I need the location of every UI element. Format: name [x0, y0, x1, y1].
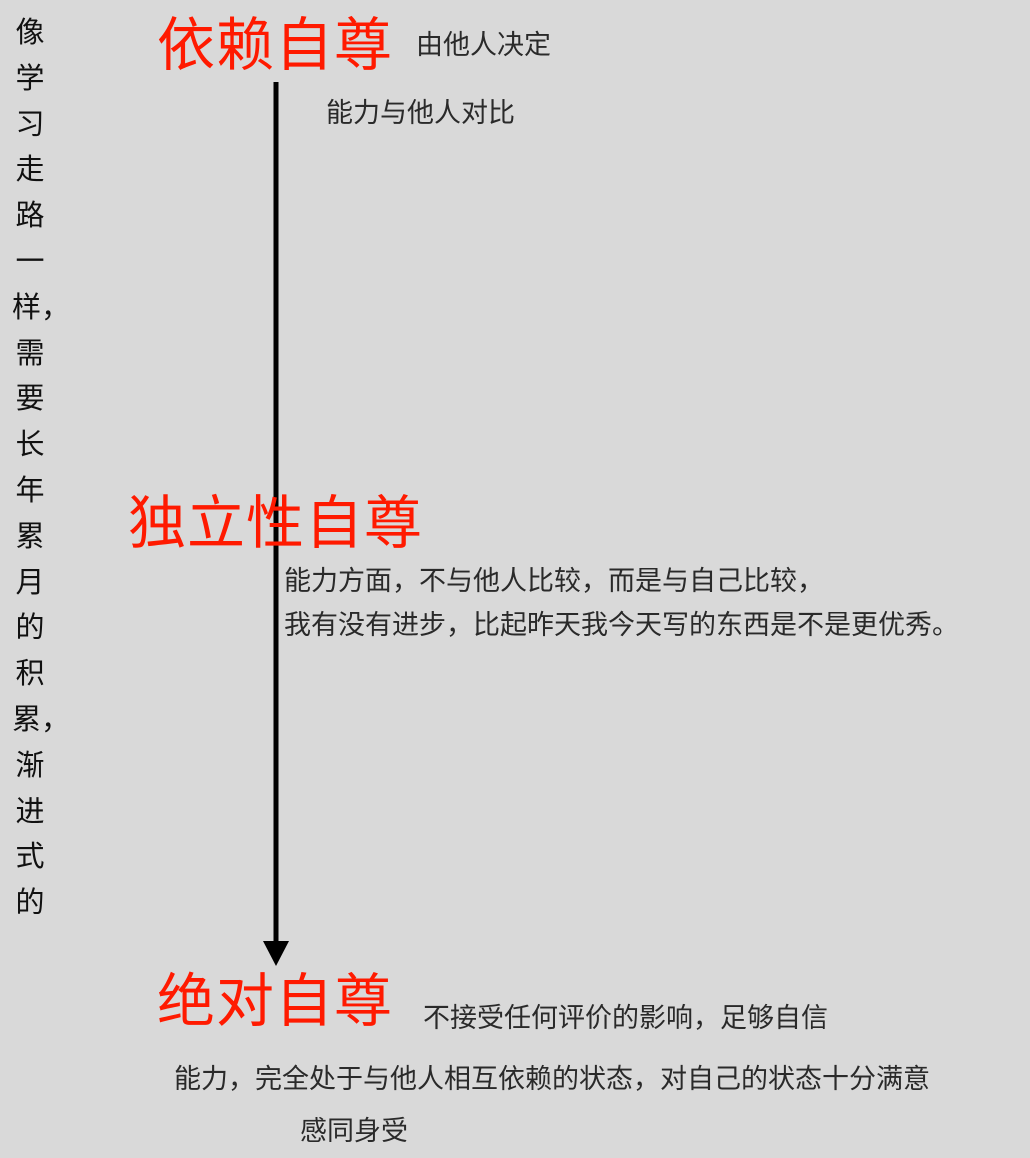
stage-note-dependent: 由他人决定 [416, 30, 551, 61]
stage-detail-independent-line2: 我有没有进步，比起昨天我今天写的东西是不是更优秀。 [284, 610, 959, 641]
stage-detail-independent-line1: 能力方面，不与他人比较，而是与自己比较， [284, 566, 824, 597]
stage-detail-absolute-line2: 感同身受 [300, 1116, 408, 1147]
stage-title-absolute: 绝对自尊 [157, 967, 394, 1035]
stage-note-absolute: 不接受任何评价的影响，足够自信 [423, 1003, 828, 1034]
stage-detail-dependent: 能力与他人对比 [326, 98, 515, 129]
stage-detail-absolute-line1: 能力，完全处于与他人相互依赖的状态，对自己的状态十分满意 [174, 1064, 930, 1095]
side-caption: 像学习走路一样，需要长年累月的积累，渐进式的 [12, 15, 71, 920]
stage-title-dependent: 依赖自尊 [157, 11, 394, 79]
arrow-head [263, 941, 289, 966]
stage-title-independent: 独立性自尊 [128, 489, 424, 557]
